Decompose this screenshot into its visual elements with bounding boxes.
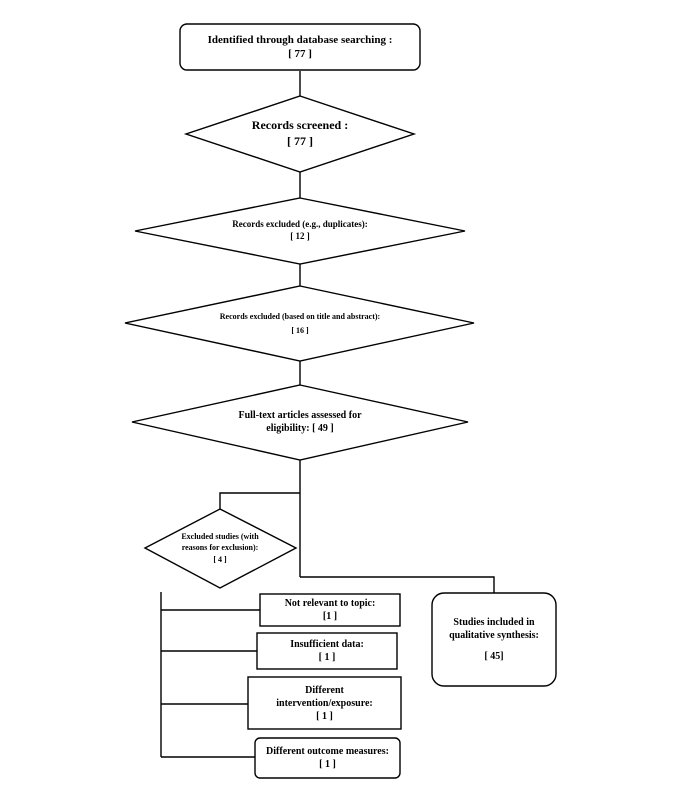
reason-label: Different outcome measures: bbox=[266, 746, 389, 757]
duplicates-count: [ 12 ] bbox=[290, 231, 310, 241]
reason-box-different-intervention: Different intervention/exposure: [ 1 ] bbox=[252, 677, 397, 729]
reason-box-1-shape bbox=[259, 593, 401, 627]
reason-box-2-shape bbox=[256, 632, 398, 670]
excluded-studies-diamond: Excluded studies (with reasons for exclu… bbox=[175, 527, 265, 571]
fulltext-diamond-shape bbox=[131, 384, 469, 461]
excluded-studies-label: Excluded studies (with reasons for exclu… bbox=[181, 532, 259, 552]
title-diamond-shape bbox=[124, 285, 475, 362]
identified-box: Identified through database searching : … bbox=[180, 24, 420, 70]
reason-label: Insufficient data: bbox=[290, 639, 364, 650]
screened-label: Records screened : bbox=[251, 118, 349, 133]
included-label: Studies included in qualitative synthesi… bbox=[449, 616, 539, 641]
excluded-studies-diamond-shape bbox=[143, 508, 298, 589]
identified-label: Identified through database searching : bbox=[207, 33, 393, 46]
title-label: Records excluded (based on title and abs… bbox=[219, 311, 381, 321]
reason-box-3-shape bbox=[247, 676, 402, 730]
reason-count: [ 1 ] bbox=[316, 710, 333, 722]
included-box-shape bbox=[431, 592, 557, 687]
title-count: [ 16 ] bbox=[291, 326, 309, 335]
reason-label: Not relevant to topic: bbox=[284, 598, 376, 609]
included-count: [ 45] bbox=[484, 650, 504, 662]
excluded-studies-count: [ 4 ] bbox=[213, 555, 227, 565]
connector-to-included-studies bbox=[300, 576, 495, 593]
included-box: Studies included in qualitative synthesi… bbox=[436, 604, 552, 674]
reason-box-not-relevant: Not relevant to topic: [1 ] bbox=[260, 594, 400, 626]
reason-count: [1 ] bbox=[322, 611, 338, 622]
screened-count: [ 77 ] bbox=[287, 134, 313, 148]
duplicates-label: Records excluded (e.g., duplicates): bbox=[232, 219, 368, 230]
reason-count: [ 1 ] bbox=[318, 652, 336, 663]
duplicates-diamond-shape bbox=[134, 197, 466, 265]
reason-box-4-shape bbox=[254, 737, 401, 779]
reason-count: [ 1 ] bbox=[319, 759, 336, 770]
duplicates-diamond: Records excluded (e.g., duplicates): [ 1… bbox=[200, 214, 400, 248]
fulltext-diamond: Full-text articles assessed for eligibil… bbox=[220, 405, 380, 439]
screened-diamond: Records screened : [ 77 ] bbox=[220, 112, 380, 156]
identified-count: [ 77 ] bbox=[288, 48, 312, 60]
reason-label: Different intervention/exposure: bbox=[276, 684, 373, 709]
connector-to-excluded-studies bbox=[219, 492, 300, 509]
identified-box-shape bbox=[179, 23, 421, 71]
reason-box-different-outcome: Different outcome measures: [ 1 ] bbox=[255, 738, 400, 778]
fulltext-label: Full-text articles assessed for eligibil… bbox=[238, 410, 362, 434]
screened-diamond-shape bbox=[183, 95, 417, 173]
reason-box-insufficient-data: Insufficient data: [ 1 ] bbox=[257, 633, 397, 669]
title-diamond: Records excluded (based on title and abs… bbox=[218, 305, 382, 343]
